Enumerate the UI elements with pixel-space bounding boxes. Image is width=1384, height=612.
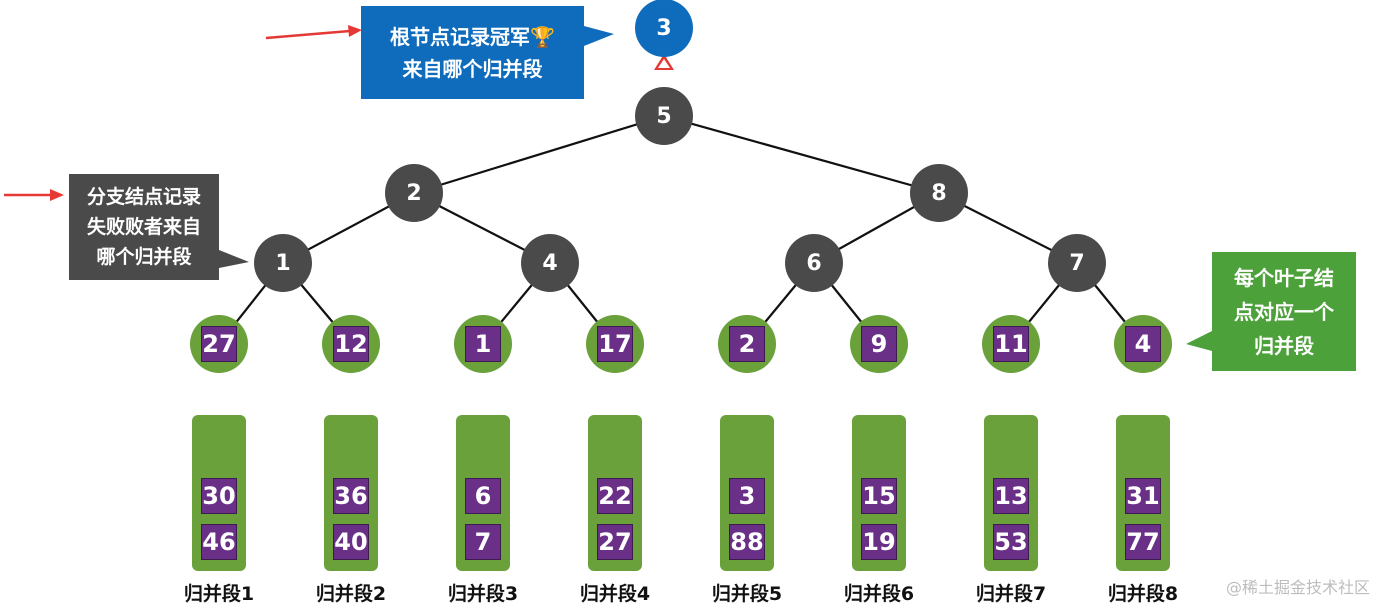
merge-segment: 13 53 (984, 415, 1038, 571)
root-callout-line2: 来自哪个归并段 (402, 56, 543, 81)
leaf-callout-line3: 归并段 (1254, 333, 1314, 358)
leaf-node: 11 (982, 315, 1040, 373)
segment-value: 31 (1126, 479, 1160, 513)
leaf-value: 4 (1126, 327, 1160, 361)
merge-segment: 6 7 (456, 415, 510, 571)
segment-label: 归并段6 (843, 583, 915, 605)
root-node: 3 (635, 0, 693, 57)
leaf-value: 11 (994, 327, 1028, 361)
leaf-node: 9 (850, 315, 908, 373)
leaf-value: 17 (598, 327, 632, 361)
merge-segment: 31 77 (1116, 415, 1170, 571)
segment-label: 归并段8 (1107, 583, 1179, 605)
leaf-value: 2 (730, 327, 764, 361)
segment-label: 归并段1 (183, 583, 255, 605)
segment-value: 46 (202, 525, 236, 559)
segment-value: 30 (202, 479, 236, 513)
merge-segment: 15 19 (852, 415, 906, 571)
branch-callout-line2: 失败败者来自 (86, 216, 201, 238)
merge-segment: 22 27 (588, 415, 642, 571)
leaf-value: 1 (466, 327, 500, 361)
leaf-value: 9 (862, 327, 896, 361)
segment-label: 归并段5 (711, 583, 783, 605)
tree-node-l1-1: 8 (910, 164, 968, 222)
segment-value: 13 (994, 479, 1028, 513)
segment-value: 88 (730, 525, 764, 559)
segment-value: 22 (598, 479, 632, 513)
root-callout-line1: 根节点记录冠军🏆 (390, 24, 555, 49)
merge-segment: 3 88 (720, 415, 774, 571)
segment-label: 归并段2 (315, 583, 387, 605)
segment-label: 归并段3 (447, 583, 519, 605)
segment-label: 归并段7 (975, 583, 1047, 605)
tree-node-top: 5 (635, 87, 693, 145)
leaf-value: 27 (202, 327, 236, 361)
tree-node-l2-3: 7 (1048, 234, 1106, 292)
segment-value: 6 (466, 479, 500, 513)
tree-node-l2-1: 4 (521, 234, 579, 292)
segment-value: 7 (466, 525, 500, 559)
segment-value: 77 (1126, 525, 1160, 559)
segment-label: 归并段4 (579, 583, 651, 605)
segment-value: 19 (862, 525, 896, 559)
segment-value: 36 (334, 479, 368, 513)
tree-node-l2-0: 1 (254, 234, 312, 292)
leaf-node: 12 (322, 315, 380, 373)
leaf-callout-line1: 每个叶子结 (1234, 265, 1334, 290)
branch-callout: 分支结点记录 失败败者来自 哪个归并段 (69, 174, 219, 280)
leaf-value: 12 (334, 327, 368, 361)
leaf-node: 27 (190, 315, 248, 373)
segment-value: 40 (334, 525, 368, 559)
leaf-callout-line2: 点对应一个 (1234, 299, 1334, 324)
branch-callout-line3: 哪个归并段 (96, 246, 192, 268)
tree-node-l2-2: 6 (785, 234, 843, 292)
leaf-node: 2 (718, 315, 776, 373)
branch-callout-line1: 分支结点记录 (86, 186, 201, 208)
segment-value: 27 (598, 525, 632, 559)
leaf-node: 4 (1114, 315, 1172, 373)
segment-value: 15 (862, 479, 896, 513)
leaf-node: 1 (454, 315, 512, 373)
root-callout: 根节点记录冠军🏆 来自哪个归并段 (361, 6, 584, 99)
segment-value: 53 (994, 525, 1028, 559)
leaf-callout: 每个叶子结 点对应一个 归并段 (1212, 252, 1356, 371)
leaf-node: 17 (586, 315, 644, 373)
watermark: @稀土掘金技术社区 (1225, 578, 1370, 597)
merge-segment: 36 40 (324, 415, 378, 571)
tree-node-l1-0: 2 (385, 164, 443, 222)
segment-value: 3 (730, 479, 764, 513)
merge-segment: 30 46 (192, 415, 246, 571)
